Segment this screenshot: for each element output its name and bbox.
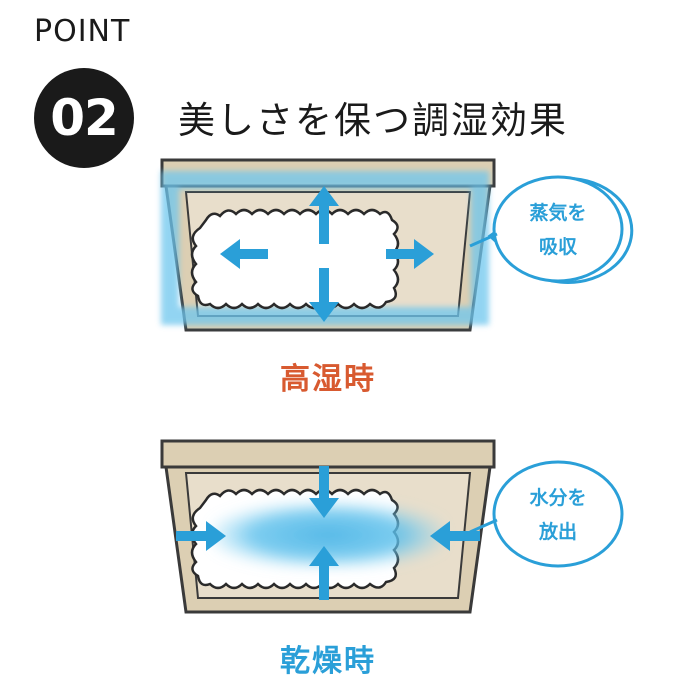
bubble-line-2: 吸収 — [538, 236, 577, 258]
moisture-mist — [212, 502, 444, 568]
outward-arrows — [220, 186, 434, 322]
bubble-line-1: 水分を — [529, 487, 587, 509]
speech-bubble-release — [469, 460, 624, 568]
bubble-line-1: 蒸気を — [529, 202, 587, 224]
point-number-badge: 02 — [34, 68, 134, 168]
dry-caption: 乾燥時 — [280, 644, 376, 679]
high-humidity-caption: 高湿時 — [280, 362, 376, 397]
page-title: 美しさを保つ調湿効果 — [178, 99, 568, 142]
point-label: POINT — [34, 14, 131, 49]
bubble-text-release: 水分を 放出 — [498, 481, 618, 549]
bubble-text-absorb: 蒸気を 吸収 — [498, 196, 618, 264]
speech-bubble-absorb — [469, 175, 634, 284]
inward-arrows — [176, 466, 480, 600]
cotton-contents — [190, 208, 400, 310]
high-humidity-box — [160, 158, 496, 332]
dry-box — [160, 439, 496, 614]
bubble-line-2: 放出 — [538, 521, 577, 543]
